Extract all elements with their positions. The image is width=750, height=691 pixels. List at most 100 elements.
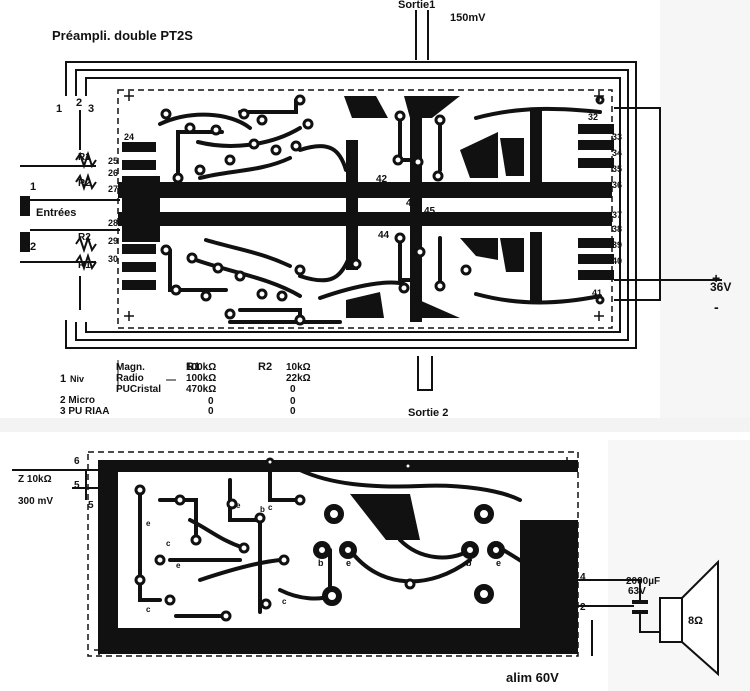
table-r1-value-2: 470kΩ: [186, 384, 216, 395]
component-mark-5: c: [268, 503, 273, 512]
table-r2-value-3: 0: [290, 396, 296, 407]
pad-mid-1: 43: [406, 198, 418, 209]
input-number-1: 1: [30, 181, 36, 193]
resistor-label-2: R2: [78, 232, 91, 243]
transistor-mark-2: b: [466, 558, 472, 568]
rail-upper: [118, 182, 612, 198]
speaker-symbol: [659, 559, 719, 677]
pad-left-4: 28: [108, 218, 118, 228]
pad-4: [546, 574, 578, 584]
bottom-right-shade: [608, 440, 750, 691]
selector-label-1: 2: [76, 97, 82, 109]
bottom-mounting-marks: [94, 457, 572, 655]
table-r2-value-2: 0: [290, 384, 296, 395]
pad-mid-0: 42: [376, 174, 388, 185]
component-mark-1: c: [166, 539, 171, 548]
pad-left-5: 29: [108, 236, 118, 246]
pin-right-0: 4: [548, 566, 554, 577]
top-board-outline: [117, 89, 613, 329]
transistor-mark-0: b: [318, 558, 324, 568]
pad-right-1: 33: [612, 132, 622, 142]
pad-right-6: 38: [612, 224, 622, 234]
table-r1-header: R1: [186, 361, 200, 373]
table-r1-value-0: 100kΩ: [186, 362, 216, 373]
input-jack-2: [20, 232, 30, 252]
component-mark-6: e: [236, 501, 241, 510]
transistor-mark-3: e: [496, 558, 501, 568]
rail-lower: [118, 212, 612, 226]
pad-right-9: 41: [592, 288, 602, 298]
resistor-label-1: R2: [78, 178, 91, 189]
pad-left-0: 24: [124, 132, 134, 142]
component-mark-2: e: [176, 561, 181, 570]
input-jack-1: [20, 196, 30, 216]
mounting-marks: [124, 91, 604, 321]
top-board: Préampli. double PT2S Sortie1 150mV Sort…: [20, 0, 731, 419]
cap-plate-top: [632, 600, 648, 604]
transistor-pads: [313, 504, 505, 606]
bottom-pads: [134, 457, 416, 622]
table-item-1: Radio: [116, 373, 144, 384]
component-mark-0: e: [146, 519, 151, 528]
table-item-0: Magn.: [116, 362, 145, 373]
table-r1-value-4: 0: [208, 406, 214, 417]
output2-label: Sortie 2: [408, 407, 448, 419]
capacitor-value: 2000µF: [626, 576, 660, 587]
pin-left-2: 5: [88, 500, 94, 511]
pad-left-6: 30: [108, 254, 118, 264]
copper-blob: [350, 494, 420, 540]
pin-left-1: 5: [74, 480, 80, 491]
selector-label-0: 1: [56, 103, 62, 115]
pin-right-3: 2: [580, 602, 586, 613]
table-row1-prefix: 1: [60, 373, 66, 385]
inputs-label: Entrées: [36, 207, 76, 219]
pad-left-7: 31: [128, 280, 138, 290]
pin-labels-right: 4 2 4 2: [548, 566, 586, 613]
copper-shapes: [122, 96, 614, 318]
pad-left-1: 25: [108, 156, 118, 166]
pin-right-2: 4: [580, 572, 586, 583]
pad-right-3: 35: [612, 164, 622, 174]
pad-numbers-mid: 42 43 45 44: [376, 174, 436, 241]
input-block: [122, 176, 160, 242]
table-r2-value-0: 10kΩ: [286, 362, 311, 373]
supply-36v: 36V: [710, 280, 731, 294]
impedance-label: Z 10kΩ: [18, 474, 52, 485]
supply-60v: alim 60V: [506, 670, 559, 685]
resistor-label-3: R1: [78, 260, 91, 271]
pin-right-1: 2: [548, 596, 554, 607]
pads: [160, 94, 605, 326]
pad-right-0: 32: [588, 112, 598, 122]
component-mark-7: c: [282, 597, 287, 606]
separator-band: [0, 418, 750, 432]
transistor-mark-1: e: [346, 558, 351, 568]
component-mark-3: c: [146, 605, 151, 614]
table-item-2: PUCristal: [116, 384, 161, 395]
pad-right-8: 40: [612, 256, 622, 266]
center-bar: [346, 140, 358, 270]
component-mark-4: b: [260, 505, 265, 514]
speaker-impedance: 8Ω: [688, 615, 703, 627]
table-r2-header: R2: [258, 361, 272, 373]
input-number-2: 2: [30, 241, 36, 253]
minus-sign: -: [714, 299, 719, 315]
output-wiring: [12, 469, 660, 656]
bottom-traces: [138, 468, 548, 618]
pad-mid-3: 44: [378, 230, 390, 241]
cap-plate-bottom: [632, 610, 648, 614]
table-r2-value-1: 22kΩ: [286, 373, 311, 384]
pad-mid-2: 45: [424, 206, 436, 217]
table-row1-sub: Niv: [70, 374, 84, 384]
selector-label-2: 3: [88, 103, 94, 115]
